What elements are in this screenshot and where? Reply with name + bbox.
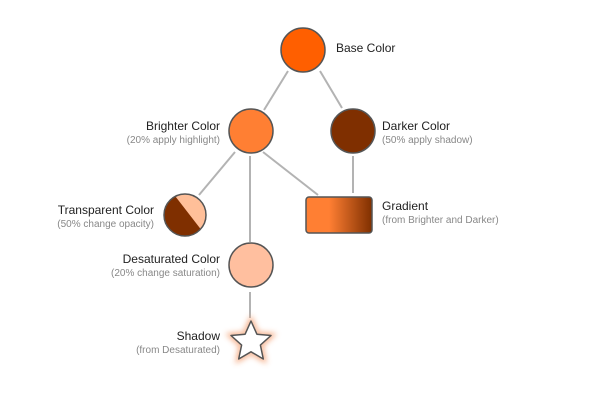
desaturated-color-label: Desaturated Color (20% change saturation… [111, 252, 220, 281]
transparent-color-outline [163, 193, 207, 237]
connector-base-brighter [263, 70, 289, 111]
brighter-color-label: Brighter Color (20% apply highlight) [127, 119, 220, 148]
shadow-label: Shadow (from Desaturated) [136, 329, 220, 358]
connector-brighter-transparent [198, 151, 236, 196]
brighter-color-swatch [228, 108, 274, 154]
darker-color-swatch [330, 108, 376, 154]
base-color-title: Base Color [336, 41, 396, 55]
transparent-color-title: Transparent Color [57, 203, 154, 217]
base-color-label: Base Color [336, 41, 395, 55]
gradient-title: Gradient [382, 199, 429, 213]
transparent-dark-half [164, 194, 206, 236]
brighter-color-title: Brighter Color [145, 119, 220, 133]
transparent-color-swatch [163, 193, 207, 237]
connector-base-darker [319, 70, 343, 109]
transparent-color-label: Transparent Color (50% change opacity) [57, 203, 154, 232]
connector-brighter-gradient [262, 151, 319, 196]
transparent-color-subtitle: (50% change opacity) [57, 219, 154, 230]
star-shape [230, 320, 272, 360]
connectors [198, 70, 354, 318]
shadow-subtitle: (from Desaturated) [136, 345, 220, 356]
base-color-swatch [280, 27, 326, 73]
desaturated-color-title: Desaturated Color [122, 252, 220, 266]
desaturated-color-swatch [228, 242, 274, 288]
desaturated-color-subtitle: (20% change saturation) [111, 268, 220, 279]
darker-color-label: Darker Color (50% apply shadow) [382, 119, 473, 148]
gradient-subtitle: (from Brighter and Darker) [382, 215, 499, 226]
gradient-swatch [305, 196, 373, 234]
star-icon [225, 314, 277, 365]
darker-color-subtitle: (50% apply shadow) [382, 135, 473, 146]
darker-color-title: Darker Color [382, 119, 451, 133]
brighter-color-subtitle: (20% apply highlight) [126, 135, 220, 146]
shadow-title: Shadow [176, 329, 220, 343]
gradient-label: Gradient (from Brighter and Darker) [382, 199, 499, 228]
